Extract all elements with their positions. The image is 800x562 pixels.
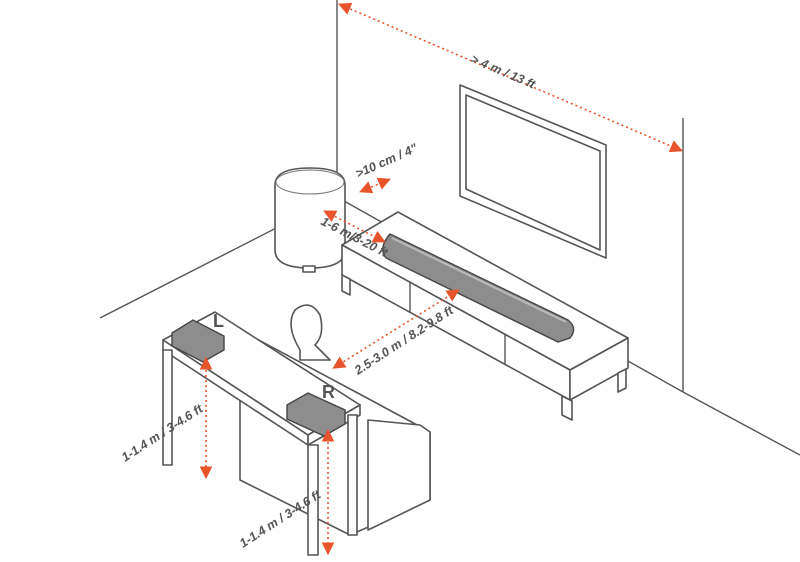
- listening-distance-label: 2.5-3.0 m / 8.2-9.8 ft: [351, 303, 456, 378]
- dimension-wall-gap: >10 cm / 4": [354, 141, 421, 194]
- left-speaker: L: [171, 311, 225, 363]
- room-walls: [99, 0, 800, 456]
- room-width-label: > 4 m / 13 ft: [469, 52, 538, 92]
- left-speaker-label: L: [213, 311, 224, 331]
- tv: [459, 84, 607, 259]
- soundbar: [382, 233, 575, 343]
- person-head-icon: [290, 304, 331, 361]
- right-speaker-label: R: [322, 382, 335, 402]
- right-speaker: R: [286, 382, 346, 437]
- wall-gap-label: >10 cm / 4": [354, 141, 421, 181]
